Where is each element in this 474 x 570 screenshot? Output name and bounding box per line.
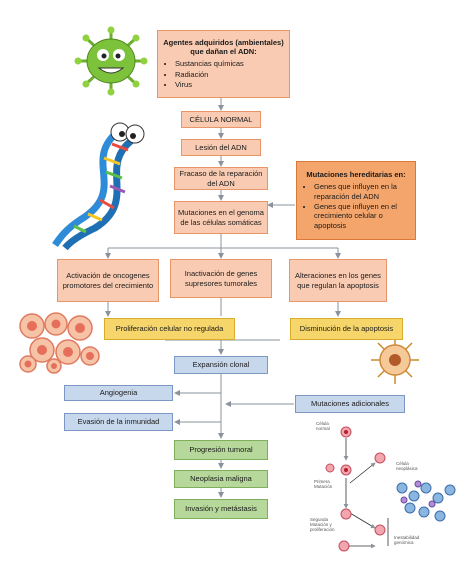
repair-failure-box: Fracaso de la reparación del ADN — [174, 167, 268, 190]
mini-second-mutation-label: Segunda Mutación y proliferación — [310, 517, 335, 532]
mini-neoplastic-cell-label: Célula neoplásica — [396, 461, 418, 471]
unregulated-proliferation-box: Proliferación celular no regulada — [104, 318, 235, 340]
mini-genomic-instability-label: Inestabilidad genómica — [394, 535, 420, 545]
angiogenesis-box: Angiogenia — [64, 385, 173, 401]
mini-normal-cell-label: Célula normal — [316, 421, 330, 431]
hereditary-mutations-box: Mutaciones hereditarias en: Genes que in… — [296, 161, 416, 240]
proliferating-cells-illustration — [19, 312, 100, 374]
dna-lesion-box: Lesión del ADN — [181, 139, 261, 156]
list-item: Radiación — [175, 70, 244, 79]
apoptotic-cell-illustration — [371, 336, 419, 384]
apoptosis-genes-alteration-box: Alteraciones en los genes que regulan la… — [289, 259, 387, 302]
additional-mutations-box: Mutaciones adicionales — [295, 395, 405, 413]
hereditary-mutations-title: Mutaciones hereditarias en: — [306, 169, 406, 179]
invasion-metastasis-box: Invasión y metástasis — [174, 499, 268, 519]
normal-cell-box: CÉLULA NORMAL — [181, 111, 261, 128]
tumor-evolution-mini-diagram — [325, 426, 456, 552]
list-item: Virus — [175, 80, 244, 89]
hereditary-mutations-list: Genes que influyen en la reparación del … — [300, 181, 412, 231]
list-item: Sustancias químicas — [175, 59, 244, 68]
dna-illustration — [52, 122, 145, 250]
oncogene-activation-box: Activación de oncogenes promotores del c… — [57, 259, 159, 302]
tumor-suppressor-inactivation-box: Inactivación de genes supresores tumoral… — [170, 259, 272, 298]
list-item: Genes que influyen en el crecimiento cel… — [314, 202, 412, 230]
apoptosis-decrease-box: Disminución de la apoptosis — [290, 318, 403, 340]
environmental-agents-list: Sustancias químicas Radiación Virus — [161, 58, 244, 90]
malignant-neoplasm-box: Neoplasia maligna — [174, 470, 268, 488]
tumor-progression-box: Progresión tumoral — [174, 440, 268, 460]
somatic-mutations-box: Mutaciones en el genoma de las células s… — [174, 201, 268, 234]
clonal-expansion-box: Expansión clonal — [174, 356, 268, 374]
environmental-agents-title: Agentes adquiridos (ambientales) que dañ… — [163, 37, 284, 56]
mini-first-mutation-label: Primera Mutación — [314, 479, 333, 489]
environmental-agents-box: Agentes adquiridos (ambientales) que dañ… — [157, 30, 290, 98]
immune-evasion-box: Evasión de la inmunidad — [64, 413, 173, 431]
list-item: Genes que influyen en la reparación del … — [314, 182, 412, 201]
virus-illustration — [74, 26, 148, 96]
